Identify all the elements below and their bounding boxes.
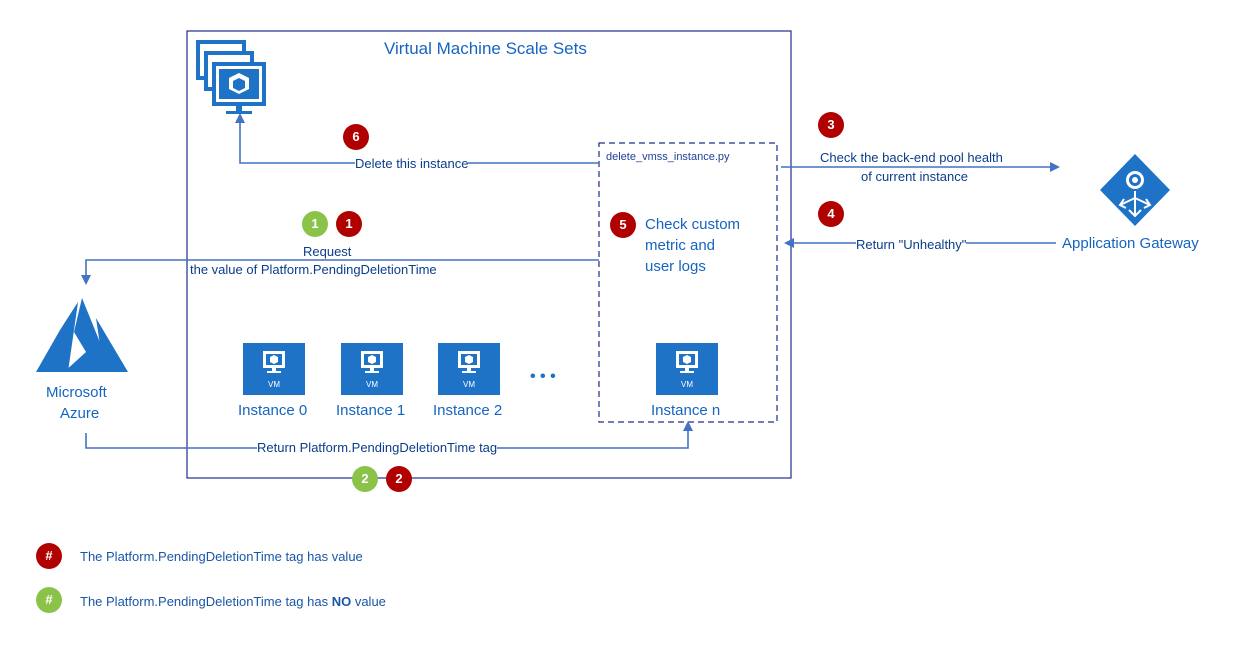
legend-green-text-no: NO <box>331 594 352 609</box>
azure-logo <box>36 298 128 372</box>
legend-green-text-a: The Platform.PendingDeletionTime tag has <box>80 594 332 609</box>
legend-green-text: The Platform.PendingDeletionTime tag has… <box>80 594 386 609</box>
step-4-marker: 4 <box>818 201 844 227</box>
app-gateway-icon <box>1100 154 1170 226</box>
delete-label: Delete this instance <box>355 156 469 171</box>
step-5-marker: 5 <box>610 212 636 238</box>
request-label-line1: Request <box>303 244 352 259</box>
step-3-marker: 3 <box>818 112 844 138</box>
legend-red-marker: # <box>36 543 62 569</box>
vmss-title: Virtual Machine Scale Sets <box>384 39 587 58</box>
vm-instance-2-icon: VM <box>438 343 500 395</box>
check-health-line2: of current instance <box>861 169 968 184</box>
return-unhealthy-label: Return "Unhealthy" <box>856 237 967 252</box>
instance-0-label: Instance 0 <box>238 402 308 419</box>
step-6-marker: 6 <box>343 124 369 150</box>
return-tag-label: Return Platform.PendingDeletionTime tag <box>257 440 498 455</box>
check-custom-line3: user logs <box>645 258 706 275</box>
check-custom-line1: Check custom <box>645 216 741 233</box>
request-connector <box>81 259 599 285</box>
legend-green-marker: # <box>36 587 62 613</box>
ellipsis: • • • <box>530 368 556 385</box>
instance-2-label: Instance 2 <box>433 402 503 419</box>
script-name: delete_vmss_instance.py <box>606 151 730 163</box>
delete-connector <box>235 113 599 164</box>
step-1-red-marker: 1 <box>336 211 362 237</box>
step-2-green-marker: 2 <box>352 466 378 492</box>
vm-tag: VM <box>463 380 475 389</box>
legend-red-text: The Platform.PendingDeletionTime tag has… <box>80 549 363 564</box>
legend-green-text-c: value <box>351 594 386 609</box>
instance-1-label: Instance 1 <box>336 402 406 419</box>
app-gateway-label: Application Gateway <box>1062 235 1199 252</box>
vm-instance-1-icon: VM <box>341 343 403 395</box>
check-custom-line2: metric and <box>645 237 716 254</box>
instance-n-label: Instance n <box>651 402 721 419</box>
request-label-line2: the value of Platform.PendingDeletionTim… <box>190 262 437 277</box>
azure-label-line2: Azure <box>60 405 100 422</box>
vm-instance-0-icon: VM <box>243 343 305 395</box>
vm-instance-n-icon: VM <box>656 343 718 395</box>
check-health-line1: Check the back-end pool health <box>820 150 1003 165</box>
step-2-red-marker: 2 <box>386 466 412 492</box>
azure-label-line1: Microsoft <box>46 384 107 401</box>
vm-tag: VM <box>681 380 693 389</box>
vm-tag: VM <box>268 380 280 389</box>
vmss-icon <box>196 40 266 114</box>
vmss-frame <box>186 30 792 479</box>
vm-tag: VM <box>366 380 378 389</box>
step-1-green-marker: 1 <box>302 211 328 237</box>
